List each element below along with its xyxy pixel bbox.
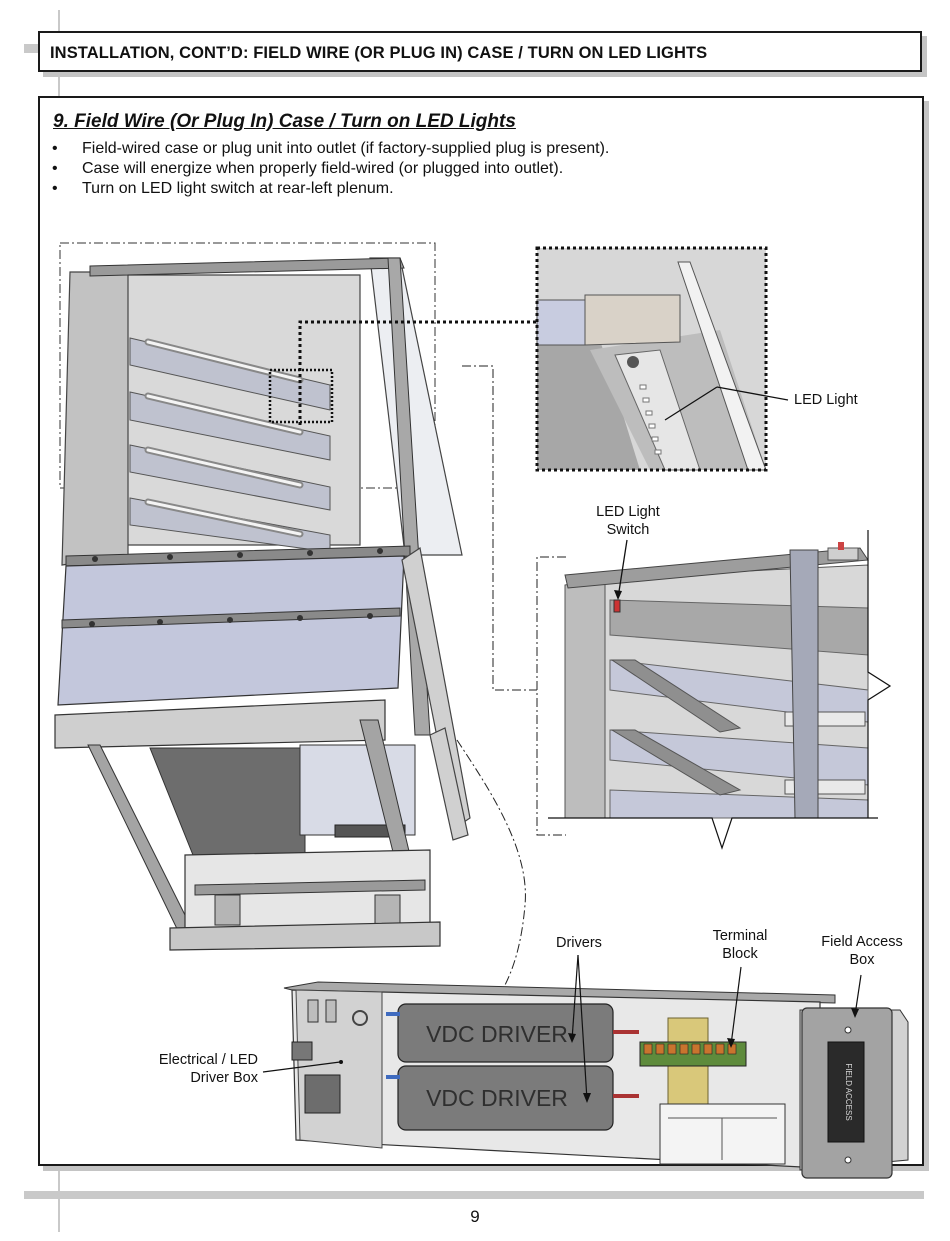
led-light-callout: LED Light: [794, 392, 858, 408]
led-switch-callout-line1: LED Light: [596, 504, 660, 520]
footer-rule: [24, 1191, 924, 1199]
terminal-block-callout-line2: Block: [722, 946, 758, 962]
terminal-block-callout: Terminal Block: [700, 927, 780, 963]
led-switch-callout: LED Light Switch: [586, 503, 670, 539]
section-title: 9. Field Wire (Or Plug In) Case / Turn o…: [53, 111, 516, 132]
electrical-callout-line2: Driver Box: [190, 1070, 258, 1086]
page-header: INSTALLATION, CONT’D: FIELD WIRE (OR PLU…: [38, 31, 922, 72]
page-header-title: INSTALLATION, CONT’D: FIELD WIRE (OR PLU…: [50, 44, 708, 62]
field-access-box-callout: Field Access Box: [814, 933, 910, 969]
electrical-callout-line1: Electrical / LED: [158, 1052, 258, 1068]
field-access-callout-line2: Box: [849, 952, 875, 968]
led-detail-view: [298, 246, 789, 472]
terminal-block-callout-line1: Terminal: [712, 928, 768, 944]
field-access-callout-line1: Field Access: [821, 934, 903, 950]
instruction-item: Case will energize when properly field-w…: [51, 159, 609, 179]
page-number: 9: [470, 1207, 480, 1226]
header-tab-shadow: [24, 44, 40, 53]
field-access-plate-text: FIELD ACCESS: [844, 1063, 853, 1120]
led-switch-detail-view: [462, 365, 892, 850]
electrical-driver-box-callout: Electrical / LED Driver Box: [140, 1051, 258, 1087]
instruction-item: Turn on LED light switch at rear-left pl…: [51, 179, 609, 199]
display-case-drawing: [54, 242, 471, 951]
driver-box-drawing: VDC DRIVER VDC DRIVER FIELD ACCESS: [262, 739, 909, 1179]
instruction-list: Field-wired case or plug unit into outle…: [51, 139, 609, 199]
instruction-item: Field-wired case or plug unit into outle…: [51, 139, 609, 159]
drivers-callout: Drivers: [556, 935, 602, 951]
driver-2-label: VDC DRIVER: [426, 1085, 568, 1111]
driver-1-label: VDC DRIVER: [426, 1021, 568, 1047]
led-switch-callout-line2: Switch: [606, 522, 650, 538]
